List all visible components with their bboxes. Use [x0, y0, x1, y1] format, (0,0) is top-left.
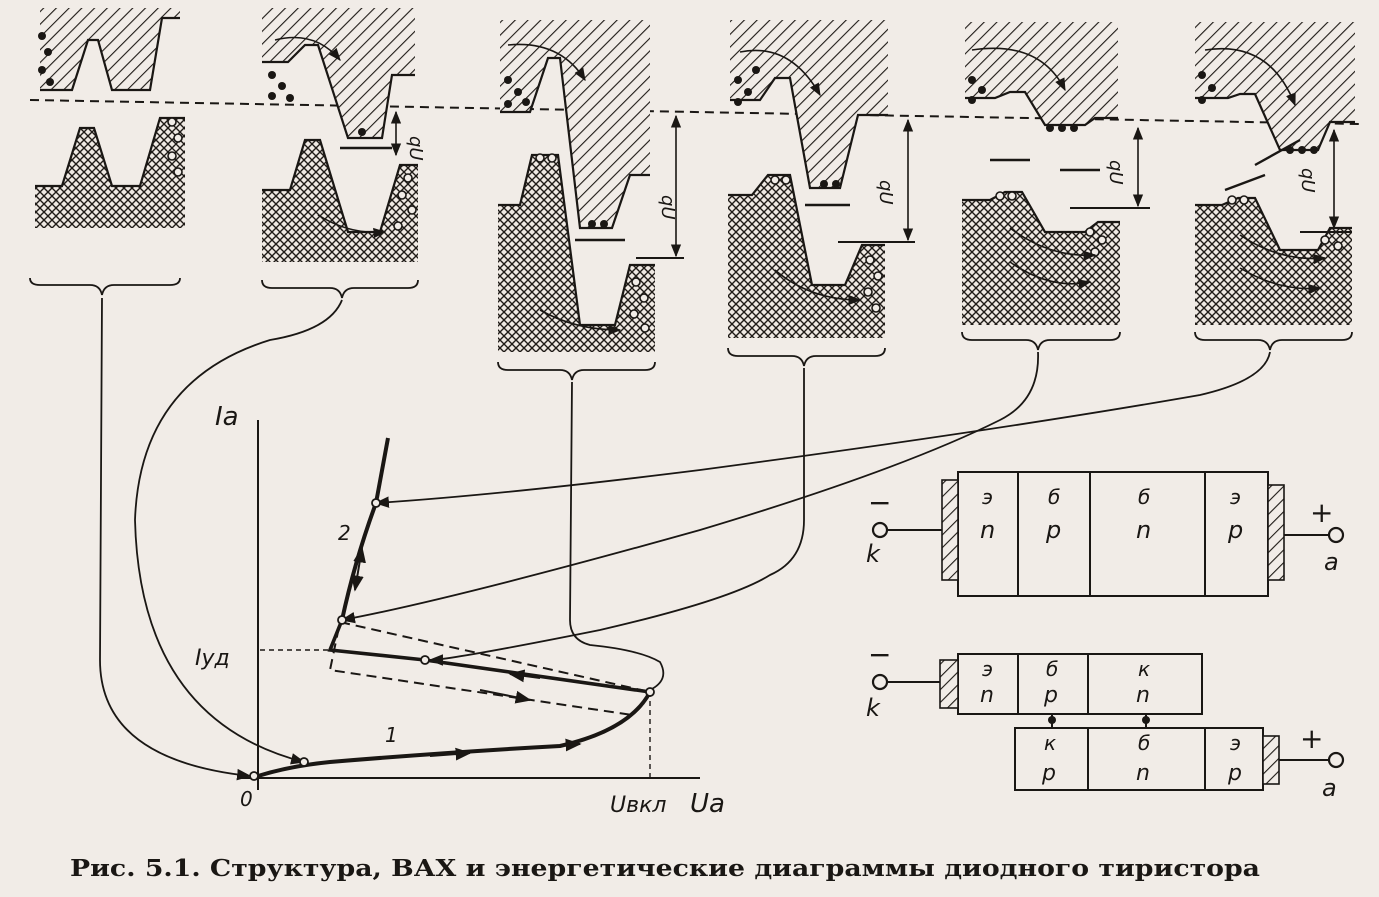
switch-on-voltage-label: Uвкл [610, 793, 666, 818]
svg-text:к: к [1044, 731, 1056, 755]
y-axis-label: Ia [215, 402, 239, 432]
svg-text:k: k [866, 540, 881, 568]
origin-label: 0 [240, 787, 253, 811]
svg-text:p: p [1043, 683, 1058, 708]
qu-label-4: qU [875, 180, 896, 205]
svg-text:n: n [980, 683, 994, 708]
four-layer-structure: − k + a э n б p б n э p [866, 471, 1345, 597]
valence-band-3 [498, 155, 655, 352]
svg-text:a: a [1324, 548, 1339, 576]
svg-text:n: n [1136, 516, 1151, 544]
panel-braces [29, 277, 1353, 381]
conduction-band-2 [262, 8, 415, 138]
branch-1-label: 1 [385, 723, 398, 747]
svg-text:−: − [868, 638, 891, 671]
energy-diagram-2: qU [262, 8, 426, 262]
cathode-terminal [871, 521, 889, 539]
svg-text:э: э [982, 485, 993, 509]
svg-text:+: + [1300, 722, 1323, 755]
energy-diagram-6: qU [1195, 22, 1355, 325]
anode-terminal [1327, 526, 1345, 544]
energy-diagram-3: qU [498, 20, 684, 352]
conduction-band-3 [500, 20, 650, 228]
valence-band-1 [35, 118, 185, 228]
qu-label-2: qU [405, 136, 426, 161]
cathode-contact [941, 479, 959, 581]
branch-2-label: 2 [338, 521, 351, 545]
branch-2-curve [340, 437, 390, 621]
negative-resistance-branch [327, 619, 651, 694]
svg-text:p: p [1045, 516, 1061, 544]
energy-diagram-1 [35, 8, 185, 228]
valence-band-4 [728, 175, 885, 338]
two-transistor-structure: − k э n б p к n + a к p б n э p [866, 638, 1345, 802]
valence-band-5 [962, 192, 1120, 325]
svg-text:p: p [1227, 516, 1243, 544]
qu-label-5: qU [1105, 160, 1126, 185]
x-axis-label: Ua [690, 789, 725, 819]
figure-caption: Рис. 5.1. Структура, ВАХ и энергетически… [70, 855, 1260, 882]
energy-diagram-4: qU [728, 20, 915, 338]
svg-text:б: б [1046, 657, 1058, 681]
conduction-band-1 [40, 8, 180, 90]
svg-text:a: a [1322, 774, 1337, 802]
branch-1-curve [257, 691, 652, 778]
conduction-band-6 [1195, 22, 1355, 150]
conduction-band-5 [965, 22, 1118, 125]
svg-text:б: б [1138, 485, 1150, 509]
conduction-band-4 [730, 20, 888, 188]
valence-band-6 [1195, 198, 1352, 325]
svg-text:−: − [868, 486, 891, 519]
svg-text:n: n [980, 516, 995, 544]
connector-curves [99, 297, 1271, 781]
holding-current-label: Iуд [195, 646, 230, 671]
svg-text:э: э [982, 657, 993, 681]
anode-contact [1267, 484, 1285, 581]
iv-characteristic: Ia Ua 0 Iуд Uвкл 1 2 [195, 402, 725, 819]
svg-text:б: б [1138, 731, 1150, 755]
svg-text:k: k [866, 694, 881, 722]
qu-label-6: qU [1297, 168, 1318, 193]
valence-band-2 [262, 140, 418, 262]
svg-text:n: n [1136, 683, 1150, 708]
qu-label-3: qU [657, 195, 678, 220]
svg-text:э: э [1230, 485, 1241, 509]
svg-text:p: p [1227, 761, 1242, 786]
fermi-level-line [29, 99, 1361, 125]
svg-text:p: p [1041, 761, 1056, 786]
svg-text:n: n [1136, 761, 1150, 786]
svg-text:э: э [1230, 731, 1241, 755]
svg-text:к: к [1138, 657, 1150, 681]
energy-diagram-5: qU [962, 22, 1150, 325]
svg-text:+: + [1310, 496, 1333, 529]
svg-text:б: б [1048, 485, 1060, 509]
